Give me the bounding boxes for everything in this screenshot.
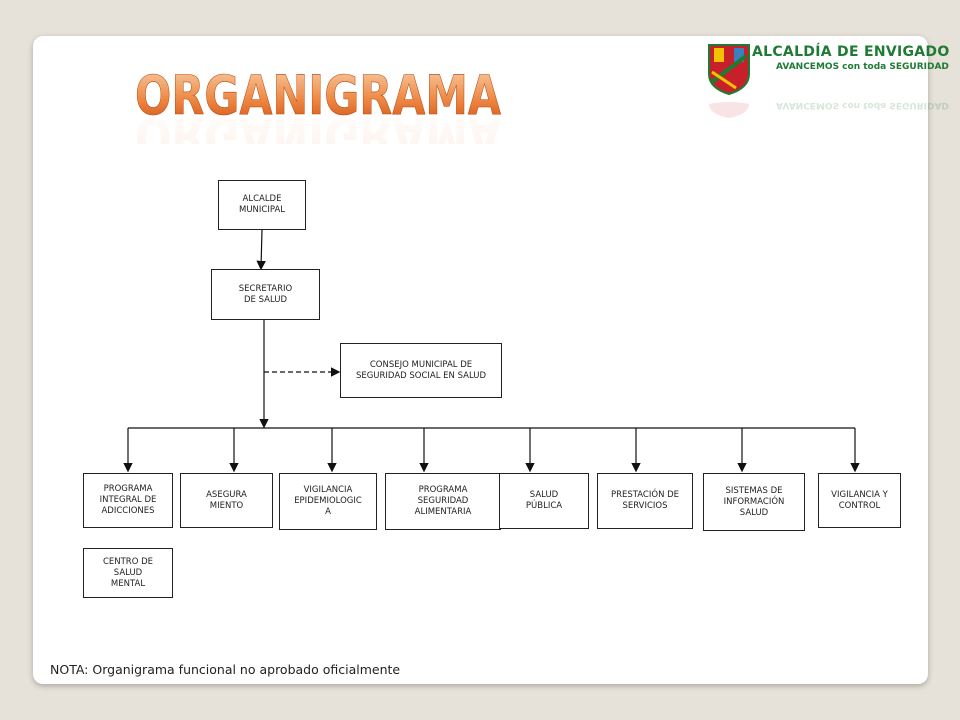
node-centro-salud-mental: CENTRO DE SALUD MENTAL <box>83 548 173 598</box>
title-text: ORGANIGRAMA <box>135 64 501 127</box>
coat-of-arms-icon <box>708 44 750 118</box>
node-alcalde-municipal: ALCALDE MUNICIPAL <box>218 180 306 230</box>
title-graphic: ORGANIGRAMA ORGANIGRAMA <box>135 64 501 144</box>
node-secretario-de-salud: SECRETARIO DE SALUD <box>211 269 320 320</box>
node-sistemas-informacion: SISTEMAS DE INFORMACIÓN SALUD <box>703 473 805 531</box>
title-reflection: ORGANIGRAMA <box>135 105 501 144</box>
logo-slogan: AVANCEMOS con toda SEGURIDAD <box>776 62 949 72</box>
node-vigilancia-epidemiologica: VIGILANCIA EPIDEMIOLOGIC A <box>279 473 377 530</box>
footnote: NOTA: Organigrama funcional no aprobado … <box>50 662 401 677</box>
node-consejo-municipal: CONSEJO MUNICIPAL DE SEGURIDAD SOCIAL EN… <box>340 343 502 398</box>
logo-name: ALCALDÍA DE ENVIGADO <box>752 44 950 60</box>
page-title: ORGANIGRAMA ORGANIGRAMA <box>135 64 515 144</box>
node-programa-adicciones: PROGRAMA INTEGRAL DE ADICCIONES <box>83 473 173 528</box>
connector-alcalde-secretario <box>256 229 266 271</box>
node-programa-seguridad-alimentaria: PROGRAMA SEGURIDAD ALIMENTARIA <box>385 473 501 530</box>
node-vigilancia-control: VIGILANCIA Y CONTROL <box>818 473 901 528</box>
node-aseguramiento: ASEGURA MIENTO <box>180 473 273 528</box>
node-prestacion-servicios: PRESTACIÓN DE SERVICIOS <box>597 473 693 529</box>
node-salud-publica: SALUD PÚBLICA <box>499 473 589 529</box>
